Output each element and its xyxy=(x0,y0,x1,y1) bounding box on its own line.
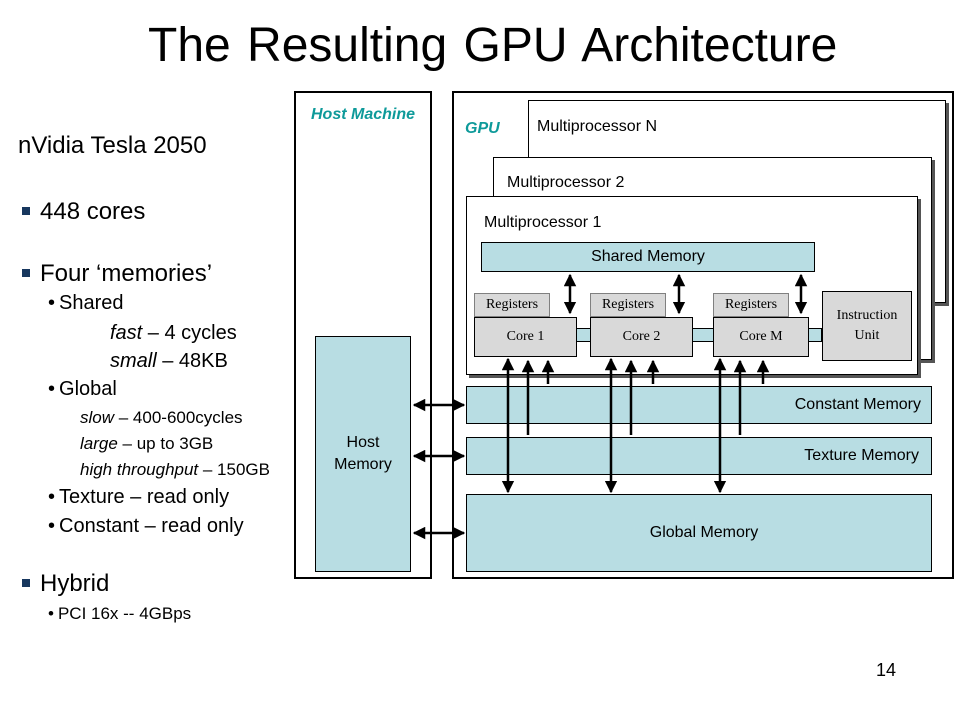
core-1-label: Core 1 xyxy=(506,329,545,344)
multiprocessor-2-label: Multiprocessor 2 xyxy=(507,174,625,191)
spec-shared: •Shared xyxy=(48,292,124,315)
spec-shared-fast-rest: – 4 cycles xyxy=(142,322,237,344)
core-2-label: Core 2 xyxy=(622,329,661,344)
spec-global-slow: slow – 400-600cycles xyxy=(80,408,243,428)
spec-global-throughput-word: high throughput xyxy=(80,460,199,479)
spec-texture: •Texture – read only xyxy=(48,486,229,509)
dot-bullet-icon: • xyxy=(48,604,54,623)
spec-shared-small: small – 48KB xyxy=(110,350,228,373)
core-m-label: Core M xyxy=(739,329,783,344)
spec-cores: 448 cores xyxy=(22,198,145,226)
host-machine-label: Host Machine xyxy=(310,106,415,123)
multiprocessor-1-label: Multiprocessor 1 xyxy=(484,214,602,231)
spec-cores-text: 448 cores xyxy=(40,198,146,225)
page-title: The Resulting GPU Architecture xyxy=(148,19,838,72)
spec-global-large-word: large xyxy=(80,434,118,453)
square-bullet-icon xyxy=(22,579,30,587)
dot-bullet-icon: • xyxy=(48,515,56,537)
registers-box-1: Registers xyxy=(474,293,550,317)
global-memory-label: Global Memory xyxy=(649,524,759,541)
registers-label-m: Registers xyxy=(724,297,778,312)
spec-global-throughput-rest: – 150GB xyxy=(198,460,270,479)
core-2-box: Core 2 xyxy=(590,317,693,357)
spec-hybrid-text: Hybrid xyxy=(40,570,110,597)
spec-global-label: Global xyxy=(59,378,117,400)
spec-global-slow-word: slow xyxy=(80,408,115,427)
spec-global: •Global xyxy=(48,378,117,401)
square-bullet-icon xyxy=(22,207,30,215)
instruction-unit-box: Instruction Unit xyxy=(822,291,912,361)
constant-memory-box: Constant Memory xyxy=(466,386,932,424)
texture-memory-box: Texture Memory xyxy=(466,437,932,475)
spec-global-throughput: high throughput – 150GB xyxy=(80,460,270,480)
registers-box-2: Registers xyxy=(590,293,666,317)
host-memory-label: Host Memory xyxy=(334,434,392,473)
dot-bullet-icon: • xyxy=(48,292,56,314)
spec-texture-text: Texture – read only xyxy=(59,486,230,508)
shared-memory-label: Shared Memory xyxy=(591,248,705,265)
spec-global-large: large – up to 3GB xyxy=(80,434,213,454)
spec-global-large-rest: – up to 3GB xyxy=(117,434,214,453)
spec-constant-text: Constant – read only xyxy=(59,515,244,537)
spec-constant: •Constant – read only xyxy=(48,515,244,538)
spec-pci-text: PCI 16x -- 4GBps xyxy=(57,604,192,623)
constant-memory-label: Constant Memory xyxy=(794,396,921,413)
spec-shared-label: Shared xyxy=(59,292,124,314)
square-bullet-icon xyxy=(22,269,30,277)
spec-shared-small-rest: – 48KB xyxy=(156,350,228,372)
multiprocessor-n-label: Multiprocessor N xyxy=(537,118,658,135)
host-memory-box: Host Memory xyxy=(315,336,411,572)
registers-box-m: Registers xyxy=(713,293,789,317)
instruction-unit-label: Instruction Unit xyxy=(836,308,898,343)
gpu-label: GPU xyxy=(465,120,500,137)
spec-shared-fast-word: fast xyxy=(110,322,143,344)
dot-bullet-icon: • xyxy=(48,486,56,508)
spec-pci: •PCI 16x -- 4GBps xyxy=(48,604,191,624)
spec-memories: Four ‘memories’ xyxy=(22,260,212,288)
spec-global-slow-rest: – 400-600cycles xyxy=(114,408,243,427)
texture-memory-label: Texture Memory xyxy=(804,447,919,464)
registers-label-2: Registers xyxy=(601,297,655,312)
spec-shared-fast: fast – 4 cycles xyxy=(110,322,237,345)
core-m-box: Core M xyxy=(713,317,809,357)
global-memory-box: Global Memory xyxy=(466,494,932,572)
page-number: 14 xyxy=(876,660,897,680)
registers-label-1: Registers xyxy=(485,297,539,312)
spec-hybrid: Hybrid xyxy=(22,570,109,598)
dot-bullet-icon: • xyxy=(48,378,56,400)
spec-heading: nVidia Tesla 2050 xyxy=(18,132,207,159)
shared-memory-box: Shared Memory xyxy=(481,242,815,272)
core-1-box: Core 1 xyxy=(474,317,577,357)
spec-memories-text: Four ‘memories’ xyxy=(40,260,213,287)
spec-shared-small-word: small xyxy=(110,350,157,372)
